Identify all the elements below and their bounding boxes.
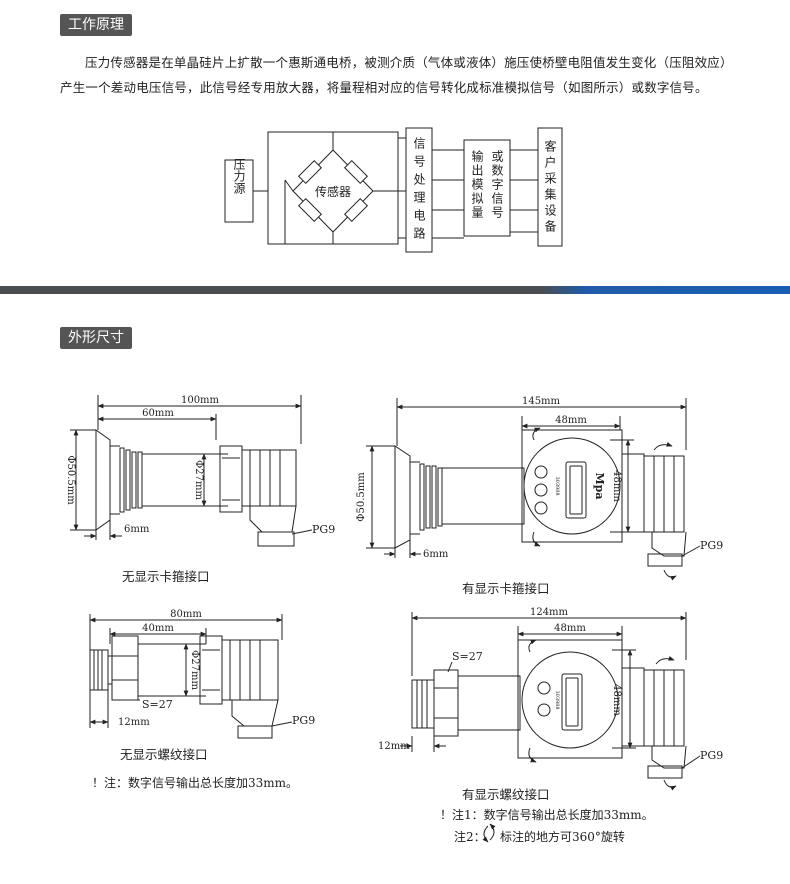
caption-d4: 有显示螺纹接口 — [462, 787, 550, 802]
d2-unit: Mpa — [593, 473, 606, 500]
note-right-2-text: 标注的地方可360°旋转 — [500, 830, 625, 844]
d4-hex: S=27 — [452, 650, 483, 663]
d4-len-head: 48mm — [554, 623, 586, 634]
d2-dia-flange: Φ50.5mm — [356, 472, 367, 522]
section-title-dimensions: 外形尺寸 — [60, 327, 132, 349]
section-title-principle: 工作原理 — [60, 14, 132, 36]
block-diagram — [224, 127, 563, 253]
caption-d1: 无显示卡箍接口 — [122, 569, 210, 584]
processing-label: 信号处理电路 — [412, 137, 426, 245]
d2-cable: PG9 — [700, 539, 723, 552]
output-box — [463, 139, 511, 237]
principle-paragraph: 压力传感器是在单晶硅片上扩散一个惠斯通电桥，被测介质（气体或液体）施压使桥壁电阻… — [60, 55, 733, 95]
note-right-1: ！注1：数字信号输出总长度加33mm。 — [440, 808, 654, 822]
rotate-symbol-icon — [482, 825, 489, 843]
d3-cable: PG9 — [292, 714, 315, 727]
output-label-b: 或数字信号 — [490, 150, 504, 220]
d4-len-total: 124mm — [530, 607, 569, 618]
caption-d2: 有显示卡箍接口 — [462, 581, 550, 596]
client-box — [537, 127, 563, 247]
output-label-a: 输出模拟量 — [470, 149, 484, 220]
d4-cable: PG9 — [700, 749, 723, 762]
d1-dia-body: Φ27mm — [193, 460, 204, 500]
d1-cable: PG9 — [312, 523, 335, 536]
caption-d3: 无显示螺纹接口 — [120, 747, 208, 762]
drawing-2 — [366, 398, 701, 581]
client-label: 客户采集设备 — [543, 139, 557, 236]
display-head-2 — [517, 639, 623, 759]
d3-len-body: 40mm — [142, 623, 174, 634]
d2-len-total: 145mm — [522, 396, 561, 407]
drawing-1 — [70, 395, 313, 547]
d2-head-h: 48mm — [611, 470, 622, 502]
d3-hex: S=27 — [142, 698, 173, 711]
drawing-4 — [400, 612, 701, 791]
source-label: 压力源 — [232, 158, 246, 195]
d4-thread: 12mm — [378, 741, 410, 752]
section-divider — [0, 286, 790, 294]
note-left: ！注：数字信号输出总长度加33mm。 — [92, 776, 299, 790]
d2-small: 303988 — [554, 476, 560, 495]
d2-len-head: 48mm — [555, 415, 587, 426]
drawing-3 — [89, 614, 293, 739]
d3-dia-body: Φ27mm — [189, 650, 200, 690]
d4-head-h: 48mm — [611, 684, 622, 716]
d1-dia-flange: Φ50.5mm — [65, 455, 76, 505]
d1-thick: 6mm — [124, 524, 150, 535]
processing-box — [405, 127, 433, 253]
d1-len-body: 60mm — [142, 408, 174, 419]
note-right-2-prefix: 注2： — [454, 830, 486, 844]
d2-thick: 6mm — [423, 549, 449, 560]
d3-thread: 12mm — [118, 717, 150, 728]
sensor-label: 传感器 — [315, 184, 351, 199]
d4-small: 303988 — [554, 690, 560, 709]
d1-len-total: 100mm — [181, 395, 220, 406]
d3-len-total: 80mm — [170, 609, 202, 620]
